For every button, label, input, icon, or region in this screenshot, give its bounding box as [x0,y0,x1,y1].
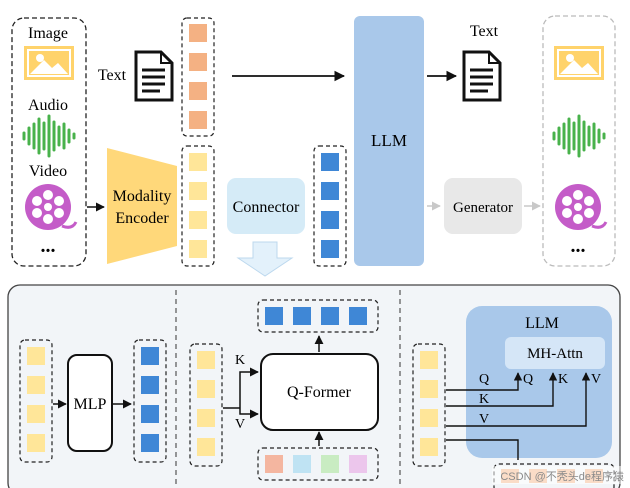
connector-token [141,434,159,452]
audio-waveform-icon [22,114,76,158]
connector-token [321,211,339,229]
feature-token [420,380,438,398]
output-query-token [265,307,283,325]
qformer-k-label: K [235,353,245,368]
feature-token [420,351,438,369]
qformer-connector: K V Q-Former [189,299,379,481]
feature-token [420,409,438,427]
audio-label: Audio [28,97,68,114]
learnable-query-token [265,455,283,473]
text-tokens [189,24,207,129]
video-label: Video [29,163,67,180]
watermark-text: CSDN @不秃头de程序猿 [500,469,624,483]
inputs-panel: Image Audio Video [11,17,87,267]
output-audio-waveform-icon [552,114,606,158]
modality-encoder: Modality Encoder [107,148,177,264]
output-query-token [321,307,339,325]
qformer-label: Q-Former [287,384,352,401]
text-token-column [181,17,215,137]
text-token [189,24,207,42]
output-image-icon [554,46,604,80]
connector-token-column [313,145,347,267]
feature-token [189,211,207,229]
qformer-input-tokens [197,351,215,456]
mlp-input-tokens [27,347,45,452]
feature-token [27,347,45,365]
feature-token-column [181,145,215,267]
learnable-query-token [293,455,311,473]
connector-token [321,153,339,171]
feature-token [189,182,207,200]
connector-label: Connector [233,199,300,216]
connector-token [321,182,339,200]
qformer-v-label: V [235,417,245,432]
image-icon [24,46,74,80]
outputs-panel: ... [542,15,616,267]
connector-token [141,405,159,423]
encoder-label-line1: Modality [113,188,172,205]
attn-v-out-label: V [591,372,601,387]
input-text-label: Text [98,67,127,84]
connector-token [321,240,339,258]
document-icon [134,50,174,102]
output-query-token [293,307,311,325]
llm-label: LLM [371,131,407,150]
feature-token [27,405,45,423]
connector-token [141,376,159,394]
learnable-query-token [349,455,367,473]
image-label: Image [28,25,68,42]
output-document-icon [462,50,502,102]
mlp-label: MLP [74,396,107,413]
text-token [189,82,207,100]
feature-token [189,153,207,171]
feature-tokens [189,153,207,258]
text-token [189,53,207,71]
mlp-connector: MLP [19,339,167,463]
feature-token [197,351,215,369]
attn-k-out-label: K [558,372,568,387]
connector-token [141,347,159,365]
learnable-query-tokens [265,455,367,473]
qformer-output-tokens [265,307,367,325]
connector-box: Connector [227,178,305,234]
more-outputs-ellipsis: ... [571,235,586,257]
attention-input-tokens [420,351,438,456]
feature-token [197,409,215,427]
feature-token [420,438,438,456]
attn-v-in-label: V [479,412,489,427]
feature-token [27,434,45,452]
llm-block: LLM [354,16,424,266]
output-text-label: Text [470,23,499,40]
feature-token [197,438,215,456]
mh-attn-label: MH-Attn [527,346,583,362]
generator-label: Generator [453,200,513,216]
output-query-token [349,307,367,325]
more-inputs-ellipsis: ... [41,235,56,257]
learnable-query-token [321,455,339,473]
text-token [189,111,207,129]
connector-tokens [321,153,339,258]
feature-token [189,240,207,258]
watermark: CSDN @不秃头de程序猿 [492,466,626,484]
film-reel-icon [25,184,78,230]
attention-connector: LLM MH-Attn Q K V Q K V [412,306,615,488]
encoder-label-line2: Encoder [115,210,169,227]
output-film-reel-icon [555,184,608,230]
expand-down-arrow [236,241,294,277]
feature-token [197,380,215,398]
mlp-output-tokens [141,347,159,452]
attention-llm-label: LLM [525,315,559,332]
attn-q-out-label: Q [523,372,533,387]
attn-k-in-label: K [479,392,489,407]
attn-q-in-label: Q [479,372,489,387]
generator-box: Generator [444,178,522,234]
feature-token [27,376,45,394]
